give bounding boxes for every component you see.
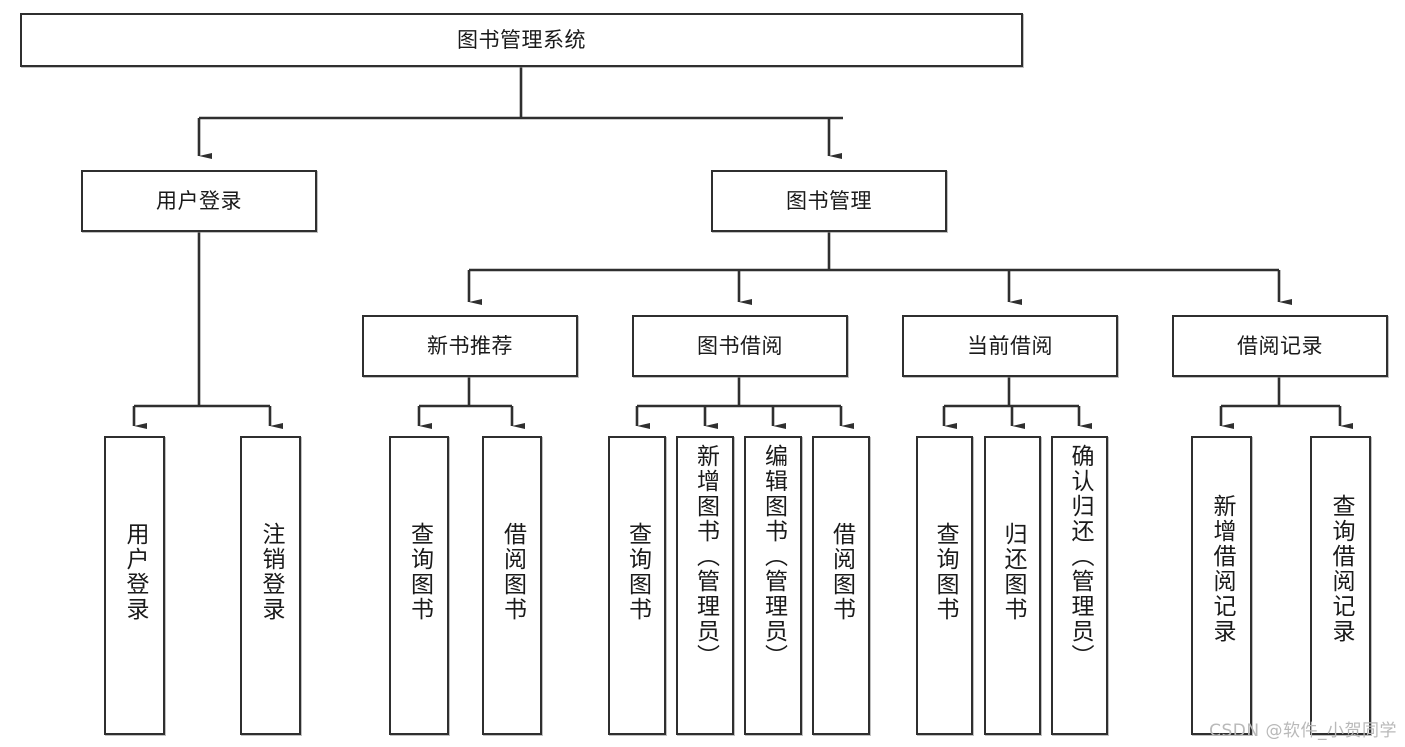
node-user-login[interactable]: 用户登录	[81, 170, 317, 232]
node-new-book-recommend-label: 新书推荐	[427, 333, 513, 358]
node-book-borrow-label: 图书借阅	[697, 333, 783, 358]
node-leaf-edit-book-label: 编辑图书（管理员）	[760, 444, 787, 669]
node-leaf-edit-book[interactable]: 编辑图书（管理员）	[744, 436, 802, 735]
node-leaf-query-borrow-record-label: 查询借阅记录	[1328, 494, 1354, 644]
node-leaf-confirm-return[interactable]: 确认归还（管理员）	[1051, 436, 1108, 735]
node-leaf-user-login[interactable]: 用户登录	[104, 436, 165, 735]
node-leaf-logout-label: 注销登录	[258, 522, 284, 622]
node-root[interactable]: 图书管理系统	[20, 13, 1023, 67]
node-leaf-borrow-book-recommend[interactable]: 借阅图书	[482, 436, 542, 735]
node-leaf-add-borrow-record-label: 新增借阅记录	[1209, 494, 1235, 644]
node-user-login-label: 用户登录	[156, 188, 242, 213]
node-leaf-query-book-borrow[interactable]: 查询图书	[608, 436, 666, 735]
node-leaf-borrow-book-recommend-label: 借阅图书	[499, 522, 526, 622]
node-leaf-add-borrow-record[interactable]: 新增借阅记录	[1191, 436, 1252, 735]
node-current-borrow[interactable]: 当前借阅	[902, 315, 1118, 377]
node-borrow-record-label: 借阅记录	[1237, 333, 1323, 358]
node-leaf-add-book-label: 新增图书（管理员）	[692, 444, 719, 669]
node-leaf-return-book[interactable]: 归还图书	[984, 436, 1041, 735]
node-book-borrow[interactable]: 图书借阅	[632, 315, 848, 377]
node-leaf-confirm-return-label: 确认归还（管理员）	[1067, 444, 1093, 669]
node-leaf-logout[interactable]: 注销登录	[240, 436, 301, 735]
node-leaf-borrow-book[interactable]: 借阅图书	[812, 436, 870, 735]
node-leaf-query-borrow-record[interactable]: 查询借阅记录	[1310, 436, 1371, 735]
node-leaf-query-book-recommend[interactable]: 查询图书	[389, 436, 449, 735]
node-borrow-record[interactable]: 借阅记录	[1172, 315, 1388, 377]
node-root-label: 图书管理系统	[457, 27, 586, 52]
node-new-book-recommend[interactable]: 新书推荐	[362, 315, 578, 377]
node-leaf-query-book-current-label: 查询图书	[932, 522, 958, 622]
node-leaf-add-book[interactable]: 新增图书（管理员）	[676, 436, 734, 735]
node-current-borrow-label: 当前借阅	[967, 333, 1053, 358]
watermark-text: CSDN @软件_小贺同学	[1209, 721, 1397, 741]
node-book-manage-label: 图书管理	[786, 188, 872, 213]
node-book-manage[interactable]: 图书管理	[711, 170, 947, 232]
node-leaf-query-book-borrow-label: 查询图书	[624, 522, 651, 622]
node-leaf-return-book-label: 归还图书	[1000, 522, 1026, 622]
node-leaf-query-book-recommend-label: 查询图书	[406, 522, 433, 622]
node-leaf-user-login-label: 用户登录	[122, 522, 148, 622]
node-leaf-query-book-current[interactable]: 查询图书	[916, 436, 973, 735]
node-leaf-borrow-book-label: 借阅图书	[828, 522, 855, 622]
